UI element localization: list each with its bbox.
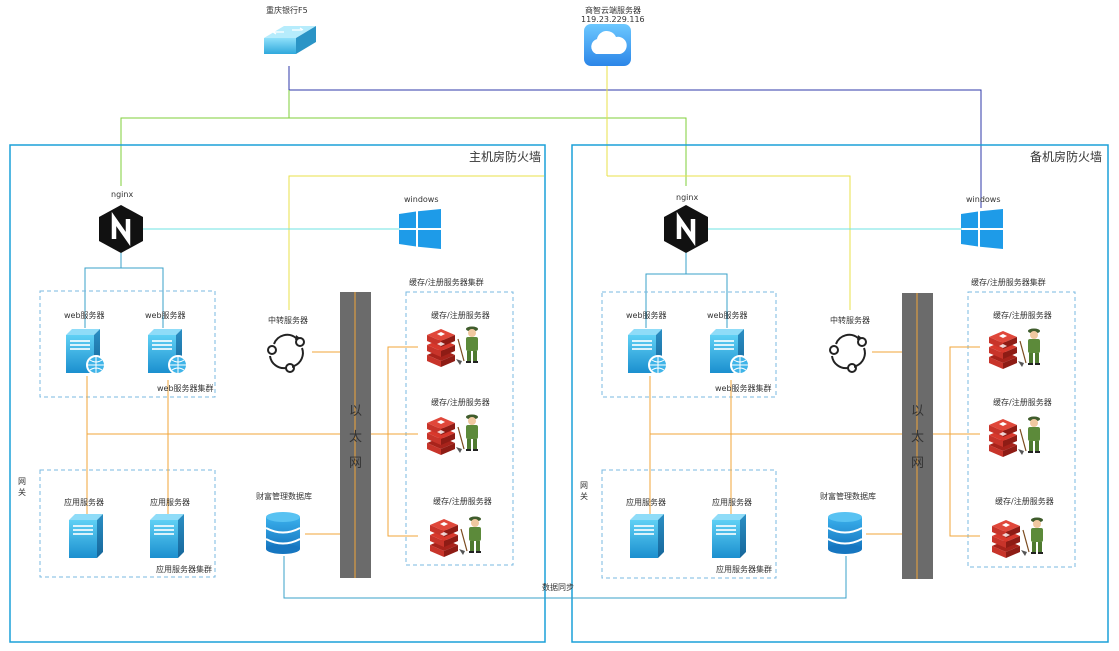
main-windows-icon[interactable] bbox=[399, 209, 441, 249]
main-web2-label: web服务器 bbox=[145, 311, 186, 320]
main-database-icon[interactable] bbox=[265, 511, 301, 555]
backup-ether-char-3: 网 bbox=[911, 456, 925, 471]
backup-cache-3-redis-icon[interactable] bbox=[992, 520, 1020, 558]
main-cache2-label: 缓存/注册服务器 bbox=[431, 398, 490, 407]
f5-to-backup-windows-line bbox=[288, 66, 982, 208]
main-relay-server-icon[interactable] bbox=[267, 333, 305, 373]
backup-relay-label: 中转服务器 bbox=[830, 316, 870, 325]
backup-cache-3-guard-icon bbox=[1020, 516, 1044, 557]
backup-app-server-1-icon[interactable] bbox=[630, 514, 664, 558]
backup-cache-cluster-label: 缓存/注册服务器集群 bbox=[971, 278, 1046, 287]
main-orange-cache-bus bbox=[387, 346, 418, 537]
backup-ether-char-1: 以 bbox=[911, 404, 925, 419]
backup-gateway-label: 网关 bbox=[580, 481, 588, 501]
cloud-to-main-relay-line bbox=[288, 175, 544, 310]
main-relay-label: 中转服务器 bbox=[268, 316, 308, 325]
cloud-ip: 119.23.229.116 bbox=[581, 15, 645, 24]
backup-windows-icon[interactable] bbox=[961, 209, 1003, 249]
f5-switch-icon[interactable] bbox=[264, 26, 316, 54]
main-cache-cluster-label: 缓存/注册服务器集群 bbox=[409, 278, 484, 287]
main-cache-2-guard-icon bbox=[455, 413, 479, 454]
backup-relay-server-icon[interactable] bbox=[829, 333, 867, 373]
main-app-server-2-icon[interactable] bbox=[150, 514, 184, 558]
main-cache-1-guard-icon bbox=[455, 325, 479, 366]
data-sync-label: 数据同步 bbox=[542, 583, 574, 592]
backup-nginx-icon[interactable] bbox=[664, 205, 708, 253]
f5-to-main-nginx-line bbox=[120, 90, 290, 186]
backup-cache-2-redis-icon[interactable] bbox=[989, 419, 1017, 457]
data-sync-line bbox=[283, 556, 847, 599]
main-app-cluster-box bbox=[39, 469, 216, 578]
main-cache-cluster-box bbox=[405, 291, 514, 566]
backup-web-server-2-icon[interactable] bbox=[710, 329, 749, 374]
backup-site bbox=[601, 205, 1076, 579]
f5-to-backup-nginx-line bbox=[289, 117, 687, 186]
main-app1-label: 应用服务器 bbox=[64, 498, 104, 507]
backup-cache-cluster-box bbox=[967, 291, 1076, 568]
backup-web-server-1-icon[interactable] bbox=[628, 329, 667, 374]
cloud-to-backup-relay-line bbox=[607, 175, 851, 310]
main-nginx-label: nginx bbox=[111, 190, 134, 199]
main-cache-1-redis-icon[interactable] bbox=[427, 329, 455, 367]
main-gateway-label: 网关 bbox=[18, 477, 26, 497]
backup-cache1-label: 缓存/注册服务器 bbox=[993, 311, 1052, 320]
main-web1-label: web服务器 bbox=[64, 311, 105, 320]
main-cache3-label: 缓存/注册服务器 bbox=[433, 497, 492, 506]
backup-nginx-web-line bbox=[645, 252, 687, 328]
main-db-label: 财富管理数据库 bbox=[256, 492, 312, 501]
backup-firewall-box bbox=[571, 144, 1109, 643]
backup-app-cluster-box bbox=[601, 469, 777, 579]
cloud-server-icon[interactable] bbox=[584, 24, 631, 66]
backup-web-cluster-label: web服务器集群 bbox=[715, 384, 772, 393]
backup-cache-1-guard-icon bbox=[1017, 327, 1041, 368]
main-ether-char-3: 网 bbox=[349, 456, 363, 471]
f5-label: 重庆银行F5 bbox=[266, 6, 308, 15]
main-nginx-icon[interactable] bbox=[99, 205, 143, 253]
backup-web1-label: web服务器 bbox=[626, 311, 667, 320]
main-cache-2-redis-icon[interactable] bbox=[427, 417, 455, 455]
backup-app2-label: 应用服务器 bbox=[712, 498, 752, 507]
main-app2-label: 应用服务器 bbox=[150, 498, 190, 507]
backup-nginx-web2-line bbox=[686, 273, 728, 328]
main-firewall-title: 主机房防火墙 bbox=[469, 150, 542, 164]
backup-web2-label: web服务器 bbox=[707, 311, 748, 320]
main-web-cluster-label: web服务器集群 bbox=[157, 384, 214, 393]
cloud-label: 商智云端服务器 bbox=[585, 6, 641, 15]
backup-nginx-label: nginx bbox=[676, 193, 699, 202]
main-app-cluster-label: 应用服务器集群 bbox=[156, 565, 212, 574]
main-cache1-label: 缓存/注册服务器 bbox=[431, 311, 490, 320]
backup-web-cluster-box bbox=[601, 291, 777, 398]
backup-app-cluster-label: 应用服务器集群 bbox=[716, 565, 772, 574]
backup-ether-char-2: 太 bbox=[911, 430, 925, 445]
main-cache-3-redis-icon[interactable] bbox=[430, 519, 458, 557]
main-cache-3-guard-icon bbox=[458, 515, 482, 556]
main-ether-char-2: 太 bbox=[349, 430, 363, 445]
backup-cache3-label: 缓存/注册服务器 bbox=[995, 497, 1054, 506]
main-site bbox=[39, 205, 514, 578]
backup-app-server-2-icon[interactable] bbox=[712, 514, 746, 558]
main-windows-label: windows bbox=[404, 195, 439, 204]
main-firewall-box bbox=[9, 144, 546, 643]
main-ether-char-1: 以 bbox=[349, 404, 363, 419]
main-web-server-1-icon[interactable] bbox=[66, 329, 105, 374]
backup-cache-1-redis-icon[interactable] bbox=[989, 331, 1017, 369]
main-nginx-web2-line bbox=[121, 267, 164, 328]
main-web-cluster-box bbox=[39, 290, 216, 398]
main-app-server-1-icon[interactable] bbox=[69, 514, 103, 558]
backup-windows-label: windows bbox=[966, 195, 1001, 204]
backup-database-icon[interactable] bbox=[827, 511, 863, 555]
main-web-server-2-icon[interactable] bbox=[148, 329, 187, 374]
backup-db-label: 财富管理数据库 bbox=[820, 492, 876, 501]
backup-app1-label: 应用服务器 bbox=[626, 498, 666, 507]
backup-orange-cache-bus bbox=[949, 346, 980, 537]
backup-cache-2-guard-icon bbox=[1017, 415, 1041, 456]
backup-cache2-label: 缓存/注册服务器 bbox=[993, 398, 1052, 407]
backup-firewall-title: 备机房防火墙 bbox=[1030, 150, 1103, 164]
main-nginx-web-line bbox=[84, 252, 122, 328]
